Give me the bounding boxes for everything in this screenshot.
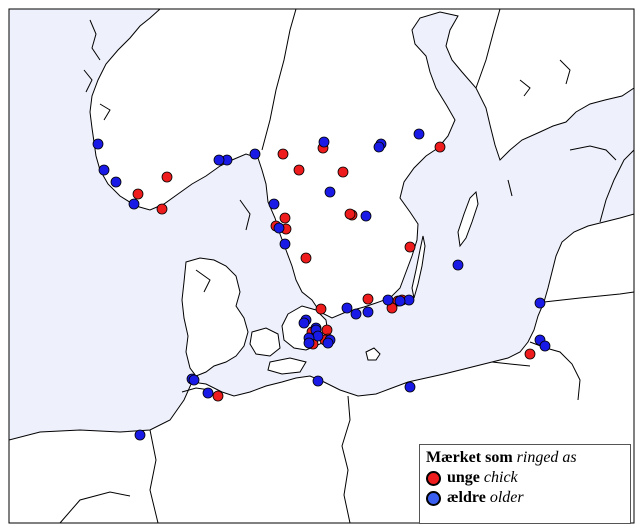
- older-point-10: [373, 141, 385, 153]
- older-point-22: [382, 294, 394, 306]
- older-point-34: [188, 374, 200, 386]
- chick-point-7: [132, 188, 144, 200]
- chick-point-14: [300, 252, 312, 264]
- older-points: [92, 128, 551, 441]
- chick-point-5: [434, 141, 446, 153]
- legend-label-older-italic: older: [489, 489, 524, 506]
- legend-title-bold: Mærket som: [426, 449, 513, 466]
- older-point-11: [413, 128, 425, 140]
- older-point-8: [318, 136, 330, 148]
- border-sweden-finland: [475, 8, 501, 89]
- chick-point-27: [524, 348, 536, 360]
- chick-point-16: [315, 303, 327, 315]
- chick-point-26: [212, 390, 224, 402]
- border-germany-netherlands: [149, 429, 159, 524]
- legend-title: Mærket som ringed as: [426, 448, 624, 468]
- jutland-land: [181, 257, 249, 377]
- coast-detail: [83, 19, 617, 293]
- older-point-2: [213, 154, 225, 166]
- legend-title-italic: ringed as: [516, 449, 577, 466]
- bornholm-land: [365, 347, 381, 361]
- older-point-19: [341, 302, 353, 314]
- legend-label-chick-italic: chick: [483, 469, 518, 486]
- older-point-37: [404, 381, 416, 393]
- older-point-6: [110, 176, 122, 188]
- legend-swatch-chick: [426, 470, 441, 486]
- chick-point-9: [279, 212, 291, 224]
- older-point-20: [350, 308, 362, 320]
- older-point-18: [534, 297, 546, 309]
- legend-item-older: ældre older: [426, 488, 624, 508]
- chick-point-2: [293, 164, 305, 176]
- older-point-21: [362, 306, 374, 318]
- older-point-13: [360, 210, 372, 222]
- older-point-39: [539, 340, 551, 352]
- older-point-36: [312, 375, 324, 387]
- chick-point-17: [362, 293, 374, 305]
- chick-point-3: [337, 166, 349, 178]
- older-point-41: [394, 295, 406, 307]
- older-point-12: [324, 186, 336, 198]
- chick-point-15: [404, 241, 416, 253]
- older-point-30: [322, 337, 334, 349]
- chick-point-22: [321, 324, 333, 336]
- chick-point-13: [344, 208, 356, 220]
- older-point-32: [303, 337, 315, 349]
- chick-point-6: [161, 171, 173, 183]
- lolland-land: [267, 357, 307, 375]
- older-point-40: [134, 429, 146, 441]
- border-germany-poland: [341, 395, 351, 524]
- funen-land: [249, 327, 281, 357]
- older-point-28: [312, 330, 324, 342]
- oland-land: [411, 235, 426, 299]
- border-poland-kaliningrad: [491, 361, 531, 367]
- scandinavia-land: [9, 8, 635, 319]
- older-point-23: [403, 294, 415, 306]
- legend-label-chick-bold: unge: [447, 469, 480, 486]
- border-lithuania-latvia: [543, 291, 635, 303]
- older-point-17: [452, 259, 464, 271]
- older-point-35: [202, 387, 214, 399]
- legend-swatch-older: [426, 490, 441, 506]
- older-point-4: [92, 138, 104, 150]
- border-russia: [599, 149, 635, 223]
- older-point-15: [273, 222, 285, 234]
- border-norway-sweden: [261, 8, 297, 151]
- legend-label-older-bold: ældre: [447, 489, 486, 506]
- map-legend: Mærket som ringed as unge chick ældre ol…: [419, 444, 631, 524]
- gotland-land: [457, 190, 479, 248]
- older-point-25: [298, 317, 310, 329]
- older-point-3: [249, 148, 261, 160]
- chick-point-8: [156, 203, 168, 215]
- older-point-5: [98, 164, 110, 176]
- border-germany-south: [59, 491, 131, 524]
- older-point-14: [268, 198, 280, 210]
- legend-item-chick: unge chick: [426, 468, 624, 488]
- older-point-16: [279, 238, 291, 250]
- older-point-7: [128, 198, 140, 210]
- chick-point-1: [277, 148, 289, 160]
